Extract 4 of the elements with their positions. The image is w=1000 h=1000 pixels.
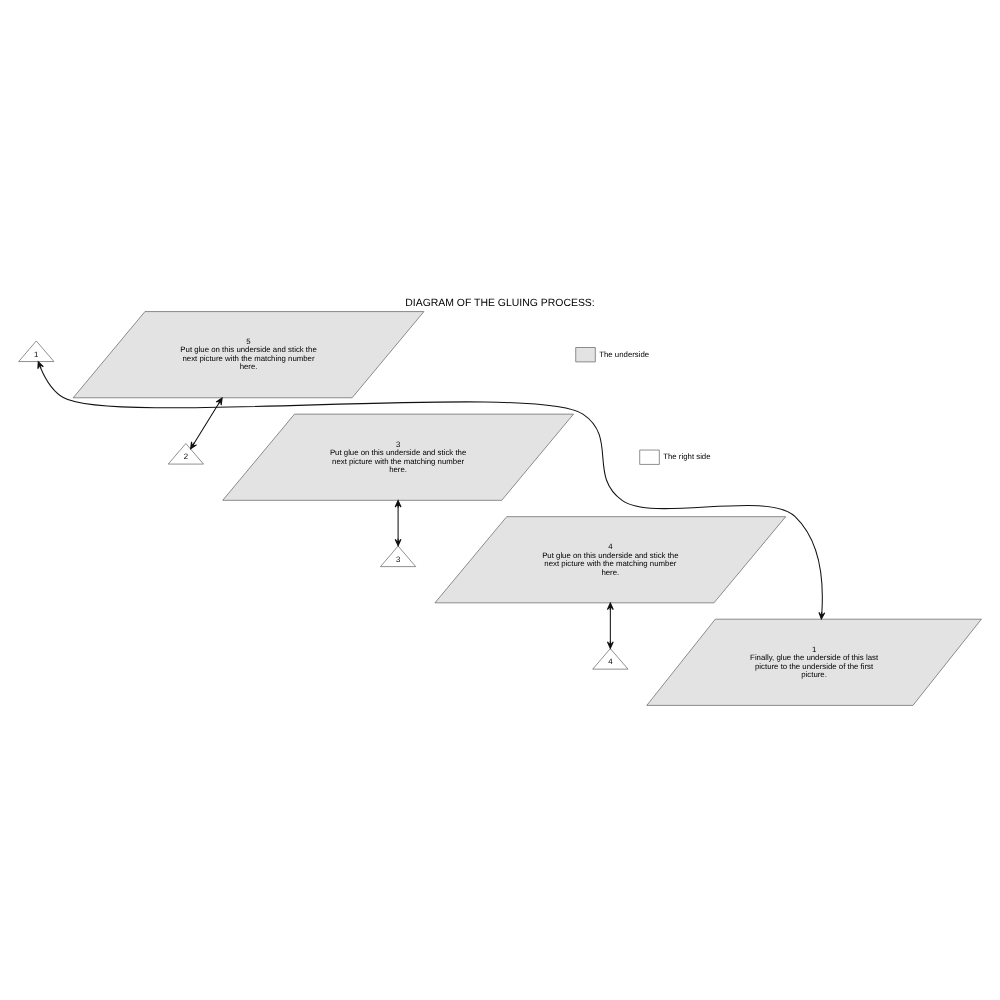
arrow [606, 602, 614, 649]
arrow [190, 397, 223, 450]
arrow [37, 361, 826, 620]
arrow [394, 500, 402, 547]
